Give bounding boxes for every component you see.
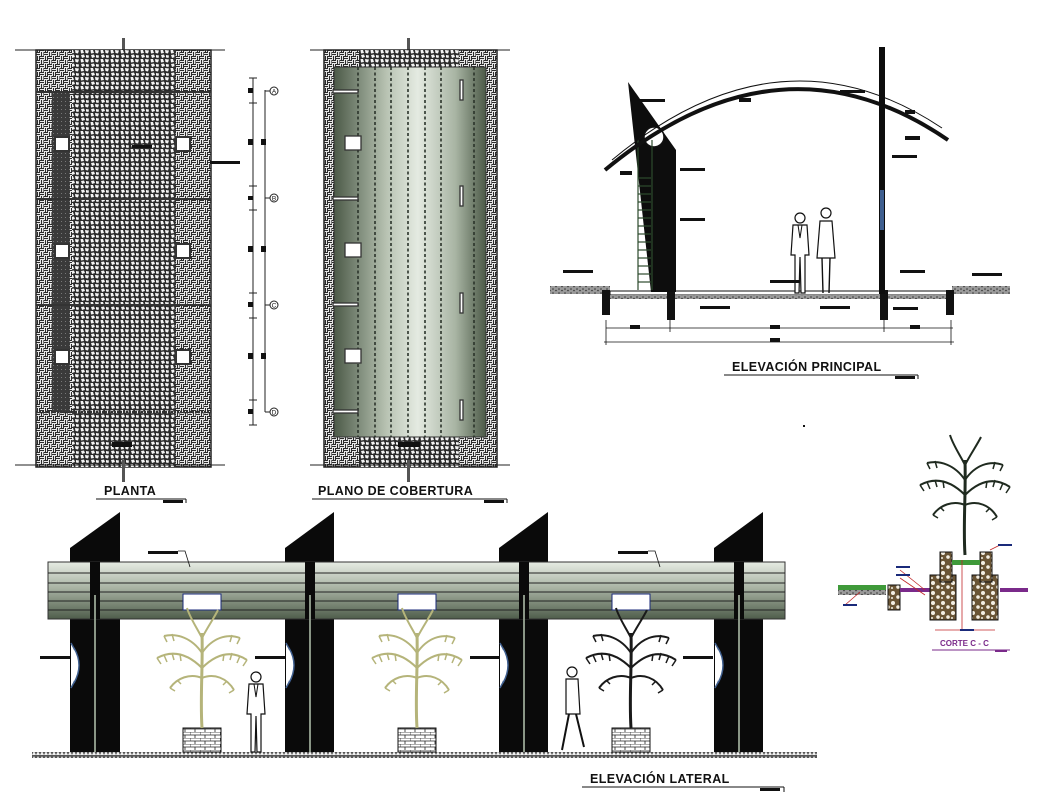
column-square — [54, 349, 70, 365]
column-slots — [90, 562, 744, 619]
palm-tree-olive — [155, 606, 249, 730]
dimension-values — [630, 325, 920, 342]
roof-openings — [182, 593, 651, 611]
palm-tree-outline — [584, 606, 678, 730]
annotation-leaders — [178, 550, 661, 568]
corte-cc-title: CORTE C - C — [940, 639, 989, 648]
grass-strip — [838, 585, 886, 590]
plano-cobertura-title: PLANO DE COBERTURA — [318, 484, 473, 498]
planta-view: A B C D PLANTA — [15, 38, 279, 503]
paving-layer — [900, 588, 932, 592]
annotation-tags — [40, 551, 713, 659]
elevacion-principal-title: ELEVACIÓN PRINCIPAL — [732, 359, 882, 374]
scale-bar — [163, 500, 183, 503]
planter-grass — [952, 560, 980, 565]
section-marker-bottom — [122, 460, 125, 482]
tall-column — [879, 47, 885, 294]
section-marker-top — [122, 38, 125, 60]
grid-axis-bubble-c: C — [265, 300, 279, 310]
column-square — [175, 349, 191, 365]
curved-roof — [603, 87, 950, 172]
ground-line — [32, 752, 817, 758]
scale-bar — [484, 500, 504, 503]
planta-title: PLANTA — [104, 484, 156, 498]
cobertura-cobble-top — [359, 50, 459, 67]
grid-axis-label: B — [272, 196, 276, 203]
ground-right — [952, 286, 1010, 294]
planter-wall-right — [971, 574, 999, 621]
grid-axis-bubble-d: D — [265, 407, 279, 417]
column-glass-strip — [880, 190, 884, 230]
palm-tree-dark — [918, 433, 1012, 557]
planter-post-right — [979, 551, 993, 583]
column-rods — [94, 595, 740, 752]
scale-bar — [995, 650, 1007, 652]
person-standing — [246, 671, 266, 753]
section-marker-top — [407, 38, 410, 60]
elevacion-principal-view: ELEVACIÓN PRINCIPAL — [550, 47, 1010, 379]
grid-axis-label: C — [272, 303, 277, 310]
soil-strip — [838, 590, 886, 595]
column-glass-lenses — [70, 642, 724, 689]
column-square — [54, 243, 70, 259]
curved-roof-top-edge — [611, 80, 943, 161]
planter-post-left — [939, 551, 953, 583]
floor-base — [610, 295, 953, 299]
elevacion-lateral-view: ELEVACIÓN LATERAL — [32, 512, 817, 792]
grid-axis-bubble-b: B — [265, 193, 279, 203]
stray-point — [803, 425, 805, 427]
footings — [602, 290, 954, 320]
person-woman — [816, 207, 836, 294]
planta-cobble-center — [72, 50, 175, 440]
grid-axis-bubble-a: A — [265, 86, 279, 96]
grid-axes-dimension-chain — [248, 77, 266, 426]
column-square — [175, 136, 191, 152]
curb — [887, 584, 901, 611]
roof-openings — [332, 79, 464, 421]
plano-cobertura-view: PLANO DE COBERTURA — [310, 38, 510, 503]
column-square — [54, 136, 70, 152]
ground-left — [550, 286, 610, 294]
section-tags — [843, 544, 1012, 631]
scale-bar — [895, 376, 915, 379]
grid-axis-label: A — [272, 89, 277, 96]
section-marker-bottom — [407, 460, 410, 482]
ladder — [637, 140, 653, 290]
elevacion-lateral-title: ELEVACIÓN LATERAL — [590, 771, 730, 786]
leader-tag — [210, 161, 240, 164]
palm-tree-olive — [370, 606, 464, 730]
dimension-tag — [112, 442, 132, 447]
dimension-tag — [398, 442, 420, 447]
roof-ribs — [357, 67, 475, 437]
annotation-tags — [563, 90, 1002, 310]
person-walking — [561, 666, 585, 751]
corte-cc-view: CORTE C - C — [838, 433, 1028, 652]
paving-layer — [1000, 588, 1028, 592]
dimension-tag — [132, 145, 152, 148]
scale-bar — [760, 788, 780, 791]
grid-axis-label: D — [272, 410, 277, 417]
planters — [182, 727, 651, 753]
column-square — [175, 243, 191, 259]
